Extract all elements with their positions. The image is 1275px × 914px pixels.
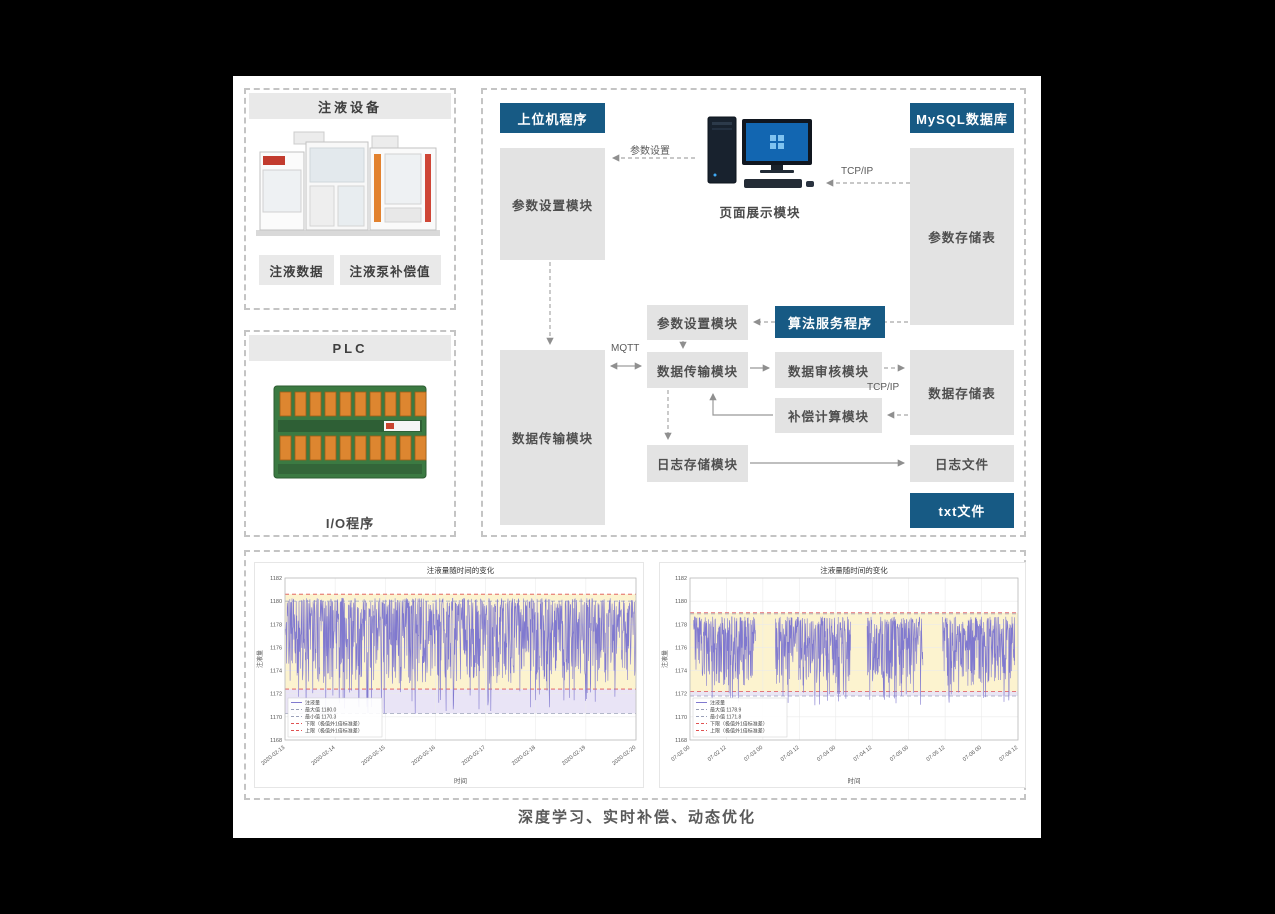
svg-text:2020-02-17: 2020-02-17: [461, 745, 487, 767]
svg-text:2020-02-18: 2020-02-18: [511, 745, 537, 767]
svg-text:最小值 1170.3: 最小值 1170.3: [305, 714, 337, 721]
svg-text:1180: 1180: [675, 599, 687, 605]
module-log-store: 日志存储模块: [647, 445, 748, 482]
svg-text:07-04 00: 07-04 00: [816, 745, 837, 763]
svg-text:时间: 时间: [454, 776, 467, 785]
module-data-audit: 数据审核模块: [775, 352, 882, 388]
module-param-setting-left: 参数设置模块: [500, 148, 605, 260]
svg-text:1180: 1180: [270, 599, 282, 605]
svg-text:07-02 12: 07-02 12: [707, 745, 728, 763]
svg-text:时间: 时间: [848, 776, 861, 785]
computer-image: [700, 113, 820, 196]
equipment-panel-title: 注液设备: [249, 93, 451, 119]
svg-text:注液量: 注液量: [710, 700, 725, 707]
module-data-table: 数据存储表: [910, 350, 1014, 435]
svg-text:07-05 00: 07-05 00: [889, 745, 910, 763]
svg-text:最大值 1180.0: 最大值 1180.0: [305, 707, 337, 714]
svg-text:1170: 1170: [675, 715, 687, 721]
svg-text:07-06 00: 07-06 00: [962, 745, 983, 763]
svg-text:下限（极值外1倍标准差）: 下限（极值外1倍标准差）: [305, 721, 363, 728]
plc-image: [268, 372, 432, 492]
chart-right: 注液量随时间的变化 1168 1170 1172 1174 1176 1178 1180 118…: [659, 562, 1026, 788]
svg-text:1178: 1178: [675, 622, 687, 628]
svg-text:07-03 12: 07-03 12: [780, 745, 801, 763]
svg-text:07-02 00: 07-02 00: [670, 745, 691, 763]
svg-text:1172: 1172: [675, 692, 687, 698]
chart-left: 注液量随时间的变化 1168 1170 1172 1174 1176 1178 1180 118…: [254, 562, 644, 788]
content-page: 注液设备 注液数据 注液泵补偿值: [233, 76, 1041, 838]
svg-text:最小值 1171.8: 最小值 1171.8: [710, 714, 742, 721]
svg-text:07-03 00: 07-03 00: [743, 745, 764, 763]
plc-footer-label: I/O程序: [325, 516, 375, 531]
edge-label-tcpip-right: TCP/IP: [867, 382, 900, 393]
module-data-trans-left: 数据传输模块: [500, 350, 605, 525]
svg-text:1174: 1174: [675, 669, 687, 675]
svg-text:下限（极值外1倍标准差）: 下限（极值外1倍标准差）: [710, 721, 768, 728]
svg-text:1182: 1182: [270, 576, 282, 582]
plc-panel-title: PLC: [249, 335, 451, 361]
svg-text:1168: 1168: [675, 738, 687, 744]
svg-text:07-05 12: 07-05 12: [926, 745, 947, 763]
badge-host-program: 上位机程序: [500, 103, 605, 133]
svg-text:1182: 1182: [675, 576, 687, 582]
caption-text: 深度学习、实时补偿、动态优化: [517, 809, 756, 826]
svg-text:1176: 1176: [270, 645, 282, 651]
badge-txt-file: txt文件: [910, 493, 1014, 528]
edge-label-mqtt: MQTT: [611, 343, 640, 354]
module-log-file: 日志文件: [910, 445, 1014, 482]
svg-text:1172: 1172: [270, 692, 282, 698]
edge-label-tcpip-top: TCP/IP: [841, 166, 874, 177]
svg-text:1174: 1174: [270, 669, 282, 675]
module-comp-calc: 补偿计算模块: [775, 398, 882, 433]
svg-text:07-06 12: 07-06 12: [998, 745, 1019, 763]
svg-text:1176: 1176: [675, 645, 687, 651]
chip-pump-compensation: 注液泵补偿值: [339, 255, 441, 285]
svg-text:1178: 1178: [270, 622, 282, 628]
svg-text:注液量: 注液量: [256, 650, 264, 668]
svg-text:1170: 1170: [270, 715, 282, 721]
svg-text:2020-02-13: 2020-02-13: [260, 745, 286, 767]
svg-text:2020-02-15: 2020-02-15: [361, 745, 387, 767]
svg-text:注液量: 注液量: [661, 650, 669, 668]
module-data-trans-mid: 数据传输模块: [647, 352, 748, 388]
svg-text:07-04 12: 07-04 12: [853, 745, 874, 763]
module-param-table: 参数存储表: [910, 148, 1014, 325]
svg-text:最大值 1178.9: 最大值 1178.9: [710, 707, 742, 714]
chip-injection-data: 注液数据: [259, 255, 334, 285]
svg-text:1168: 1168: [270, 738, 282, 744]
svg-text:2020-02-19: 2020-02-19: [561, 745, 587, 767]
badge-algo-service: 算法服务程序: [775, 306, 885, 338]
svg-text:注液量: 注液量: [305, 700, 320, 707]
equipment-image: [254, 126, 442, 248]
equipment-chips-row: 注液数据 注液泵补偿值: [244, 255, 456, 285]
badge-mysql-db: MySQL数据库: [910, 103, 1014, 133]
svg-text:2020-02-20: 2020-02-20: [611, 745, 637, 767]
svg-text:注液量随时间的变化: 注液量随时间的变化: [427, 565, 495, 575]
svg-text:2020-02-16: 2020-02-16: [411, 745, 437, 767]
module-param-setting-mid: 参数设置模块: [647, 305, 748, 340]
edge-label-param-set: 参数设置: [630, 146, 670, 157]
label-page-display: 页面展示模块: [719, 206, 801, 220]
svg-text:上限（极值外1倍标准差）: 上限（极值外1倍标准差）: [305, 728, 363, 735]
svg-text:2020-02-14: 2020-02-14: [311, 745, 337, 767]
svg-text:注液量随时间的变化: 注液量随时间的变化: [820, 565, 888, 575]
svg-text:上限（极值外1倍标准差）: 上限（极值外1倍标准差）: [710, 728, 768, 735]
